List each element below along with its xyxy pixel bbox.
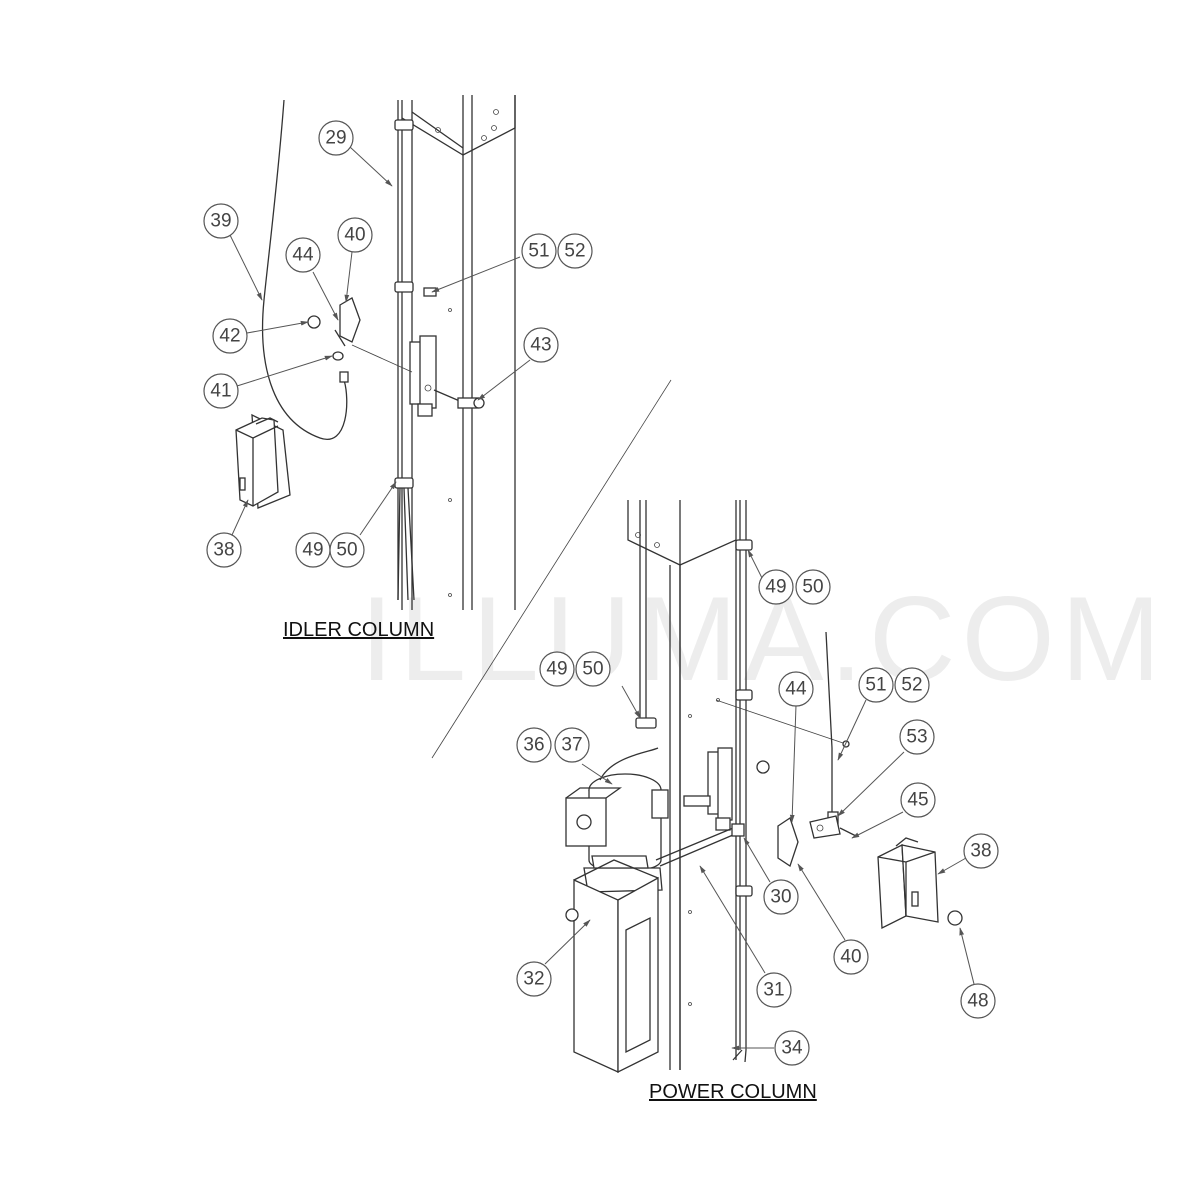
svg-text:49: 49 <box>546 659 567 680</box>
callout-51-power: 51 <box>858 667 894 703</box>
svg-text:44: 44 <box>292 245 314 266</box>
idler-release-cable-39 <box>261 99 348 440</box>
svg-text:40: 40 <box>344 225 365 246</box>
svg-text:44: 44 <box>785 679 807 700</box>
bolt-51 <box>423 287 437 297</box>
svg-text:34: 34 <box>781 1038 803 1059</box>
svg-text:50: 50 <box>582 659 603 680</box>
svg-text:50: 50 <box>336 540 357 561</box>
svg-text:52: 52 <box>564 241 585 262</box>
svg-text:36: 36 <box>523 735 544 756</box>
power-unit-motor-36 <box>565 747 669 872</box>
power-column-drawing <box>565 500 963 1074</box>
reservoir-tank <box>565 859 659 1074</box>
callout-40-idler: 40 <box>337 217 373 253</box>
bracket-45 <box>809 815 841 839</box>
callout-44-idler: 44 <box>285 237 321 273</box>
callout-38-idler: 38 <box>206 532 242 568</box>
safety-latch-40-power <box>777 816 799 868</box>
svg-text:41: 41 <box>210 381 231 402</box>
idler-column-drawing <box>235 95 516 610</box>
svg-text:50: 50 <box>802 577 823 598</box>
callout-36: 36 <box>516 727 552 763</box>
idler-column-title: IDLER COLUMN <box>283 619 434 641</box>
callout-44-power: 44 <box>778 671 814 707</box>
washer-41 <box>332 351 344 361</box>
svg-text:49: 49 <box>765 577 786 598</box>
callout-49-power-top: 49 <box>758 569 794 605</box>
callout-52-idler: 52 <box>557 233 593 269</box>
svg-text:29: 29 <box>325 128 346 149</box>
svg-text:30: 30 <box>770 887 791 908</box>
pressure-hose-31 <box>655 825 741 867</box>
nut-42 <box>307 315 321 329</box>
callout-29: 29 <box>318 120 354 156</box>
svg-text:39: 39 <box>210 211 231 232</box>
svg-text:43: 43 <box>530 335 551 356</box>
svg-text:52: 52 <box>901 675 922 696</box>
callout-31: 31 <box>756 972 792 1008</box>
power-column-title: POWER COLUMN <box>649 1081 817 1103</box>
svg-text:42: 42 <box>219 326 240 347</box>
callout-45: 45 <box>900 782 936 818</box>
safety-latch-40 <box>339 297 361 343</box>
knob-48 <box>947 910 963 926</box>
svg-text:51: 51 <box>528 241 549 262</box>
callout-39: 39 <box>203 203 239 239</box>
callout-40-power: 40 <box>833 939 869 975</box>
callout-49-power-mid: 49 <box>539 651 575 687</box>
callout-51-idler: 51 <box>521 233 557 269</box>
callout-34: 34 <box>774 1030 810 1066</box>
svg-text:51: 51 <box>865 675 886 696</box>
svg-text:31: 31 <box>763 980 784 1001</box>
callout-32: 32 <box>516 961 552 997</box>
callout-37: 37 <box>554 727 590 763</box>
callout-50-power-top: 50 <box>795 569 831 605</box>
svg-text:38: 38 <box>970 841 991 862</box>
svg-text:37: 37 <box>561 735 582 756</box>
callout-41: 41 <box>203 373 239 409</box>
svg-text:38: 38 <box>213 540 234 561</box>
power-switch-box-38 <box>877 837 939 930</box>
section-divider <box>431 379 672 759</box>
svg-text:48: 48 <box>967 991 988 1012</box>
svg-text:32: 32 <box>523 969 544 990</box>
callout-53: 53 <box>899 719 935 755</box>
svg-text:53: 53 <box>906 727 927 748</box>
idler-switch-box-38 <box>235 413 291 509</box>
callout-48: 48 <box>960 983 996 1019</box>
svg-text:45: 45 <box>907 790 928 811</box>
callout-38-power: 38 <box>963 833 999 869</box>
callout-52-power: 52 <box>894 667 930 703</box>
callout-49-idler: 49 <box>295 532 331 568</box>
callout-50-idler: 50 <box>329 532 365 568</box>
power-release-cable <box>825 631 833 820</box>
callout-30: 30 <box>763 879 799 915</box>
callout-43: 43 <box>523 327 559 363</box>
svg-text:49: 49 <box>302 540 323 561</box>
callout-42: 42 <box>212 318 248 354</box>
callout-50-power-mid: 50 <box>575 651 611 687</box>
svg-text:40: 40 <box>840 947 861 968</box>
